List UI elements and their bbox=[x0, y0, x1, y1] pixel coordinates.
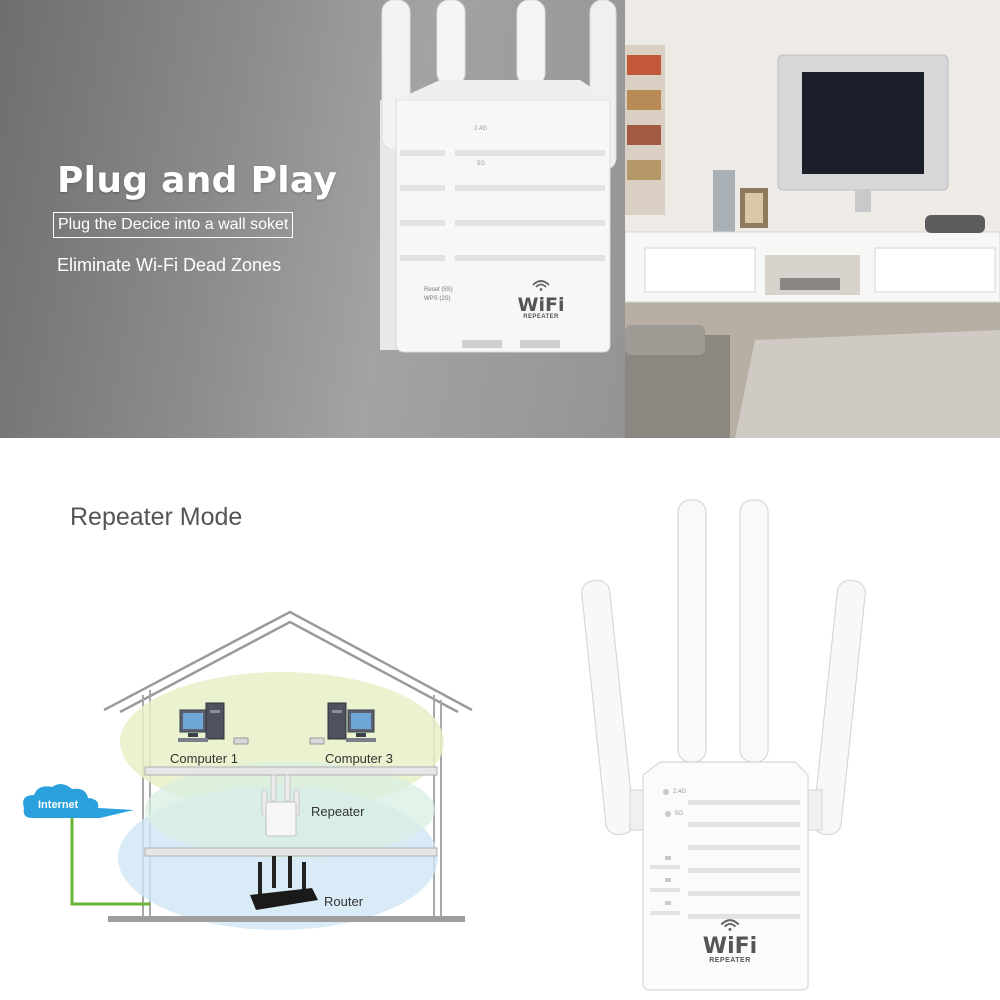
banner-logo-text: WiFi bbox=[517, 294, 565, 316]
subtitle-boxed: Plug the Decice into a wall soket bbox=[53, 212, 294, 238]
repeater-leds bbox=[663, 789, 671, 905]
banner-device-indicator-24g: 2.4G bbox=[474, 126, 488, 132]
router-label: Router bbox=[324, 894, 364, 909]
repeater-icon bbox=[261, 774, 300, 837]
wifi-signal-icon bbox=[532, 280, 550, 291]
wall-plugged-repeater bbox=[380, 0, 617, 353]
cloud-icon bbox=[23, 783, 134, 818]
house-roof bbox=[103, 610, 473, 714]
banner-wifi-logo: WiFi REPEATER bbox=[516, 278, 566, 320]
ground-line bbox=[108, 916, 465, 922]
device-logo-text: WiFi bbox=[702, 934, 758, 959]
computer1-label: Computer 1 bbox=[170, 751, 238, 766]
computer1-icon bbox=[178, 702, 249, 745]
banner-reset-label: Reset (5S) bbox=[424, 287, 453, 293]
router-icon bbox=[250, 856, 318, 910]
subtitle-plain: Eliminate Wi-Fi Dead Zones bbox=[57, 255, 282, 275]
banner-logo-subtext: REPEATER bbox=[523, 314, 559, 320]
living-room-photo bbox=[625, 0, 1000, 438]
device-indicator-5g: 5G bbox=[675, 811, 684, 817]
wifi-signal-icon bbox=[720, 919, 740, 931]
computer3-icon bbox=[309, 702, 376, 745]
repeater-label: Repeater bbox=[311, 804, 365, 819]
internet-cable bbox=[70, 812, 150, 906]
device-wifi-logo: WiFi REPEATER bbox=[700, 918, 760, 964]
repeater-product bbox=[581, 499, 866, 991]
computer3-label: Computer 3 bbox=[325, 751, 393, 766]
banner-device-indicator-5g: 5G bbox=[477, 161, 486, 167]
device-logo-subtext: REPEATER bbox=[709, 957, 751, 964]
diagram-title: Repeater Mode bbox=[70, 503, 243, 531]
repeater-vents bbox=[650, 800, 800, 919]
hero-banner: 2.4G 5G Reset (5S) WPS (2S) WiFi REPEATE… bbox=[0, 0, 1000, 438]
device-indicator-24g: 2.4G bbox=[673, 789, 687, 795]
cloud-label: Internet bbox=[38, 799, 79, 811]
banner-wps-label: WPS (2S) bbox=[424, 296, 451, 302]
headline: Plug and Play bbox=[57, 160, 338, 201]
